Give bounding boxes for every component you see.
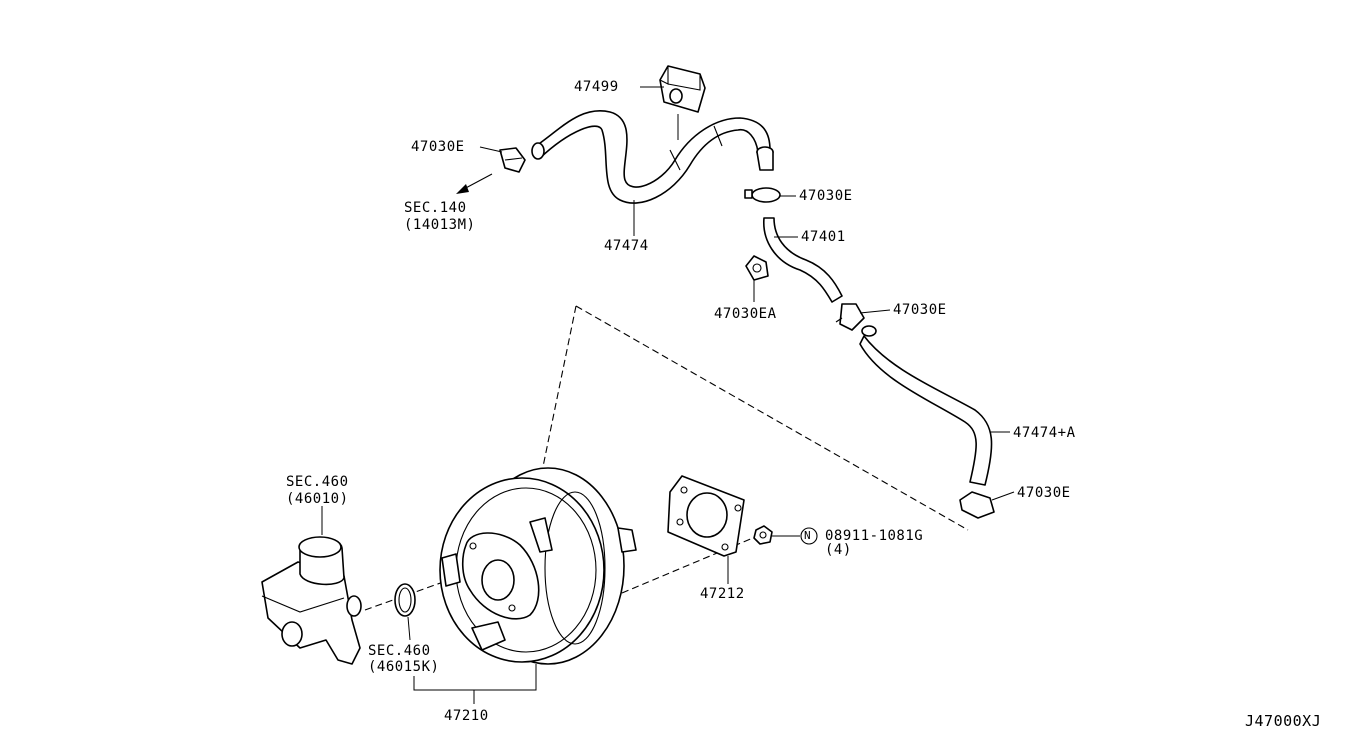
label-sec460-a: SEC.460 [286,474,349,490]
label-47030E-r2: 47030E [893,302,947,318]
grommet-47499 [659,65,706,113]
o-ring-inner [398,587,412,613]
hose-47401 [763,217,843,303]
phantom-line-3 [621,534,761,594]
label-sec460-b: SEC.460 [368,643,431,659]
hose-47474 [531,110,774,204]
label-47499: 47499 [574,79,619,95]
hose-47474A [859,325,993,486]
nut-symbol: N [804,529,812,542]
label-sec460-a-code: (46010) [286,491,349,507]
label-47030EA: 47030EA [714,306,777,322]
clamp-47030E-left [499,147,526,173]
diagram-code: J47000XJ [1245,712,1322,730]
label-47474A: 47474+A [1013,425,1076,441]
o-ring [394,583,416,617]
label-47030E-left: 47030E [411,139,465,155]
arrow-sec140 [456,173,493,194]
label-47401: 47401 [801,229,846,245]
leader-lines [321,86,1015,704]
label-sec140: SEC.140 [404,200,467,216]
label-sec140-code: (14013M) [404,217,476,233]
gasket-47212 [667,475,745,557]
master-cylinder [261,536,362,665]
label-47030E-r1: 47030E [799,188,853,204]
label-47474: 47474 [604,238,649,254]
brake-booster-47210 [439,467,637,665]
clamp-47030E-r1 [744,187,781,203]
clamp-47030E-r2 [835,303,865,331]
clamp-47030EA [745,255,769,281]
label-47030E-r3: 47030E [1017,485,1071,501]
nut-08911-1081G [753,525,818,545]
label-sec460-b-code: (46015K) [368,659,440,675]
label-nut-qty: (4) [825,542,852,558]
phantom-line-2 [575,305,969,531]
clamp-47030E-r3 [959,491,995,519]
label-47212: 47212 [700,586,745,602]
label-nut-part: 08911-1081G [825,528,924,544]
label-47210: 47210 [444,708,489,724]
